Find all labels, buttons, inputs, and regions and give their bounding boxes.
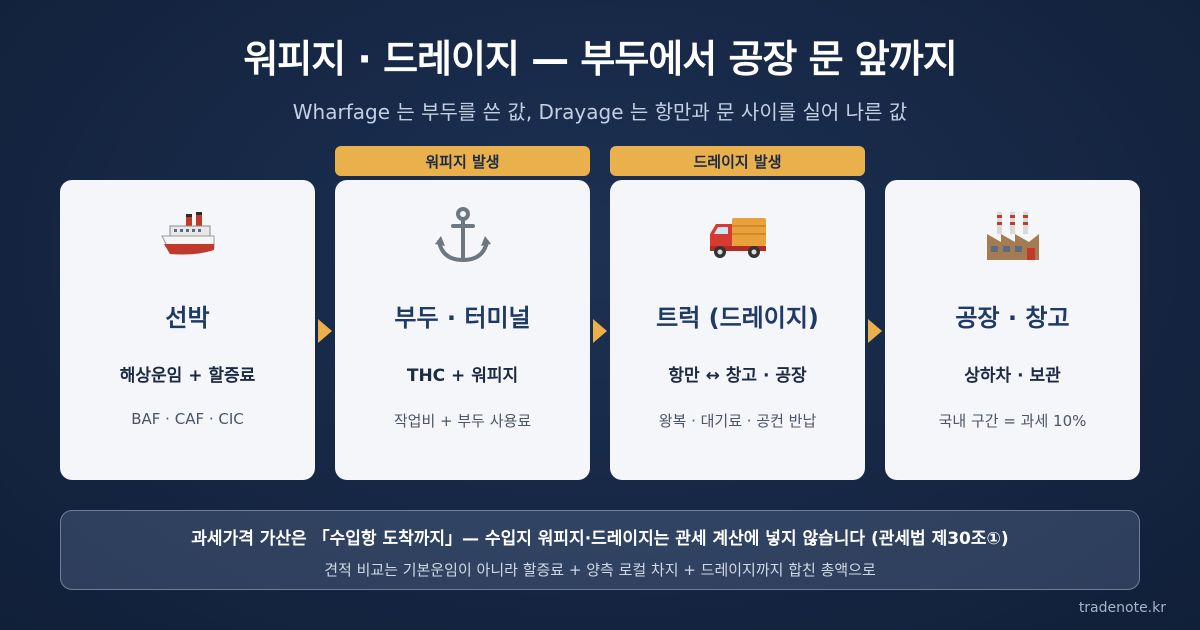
anchor-icon — [434, 207, 491, 263]
card-subtitle: 해상운임 + 할증료 — [119, 366, 256, 386]
card-title: 공장 · 창고 — [955, 304, 1070, 332]
ship-icon — [160, 212, 214, 255]
notice-sub-text: 견적 비교는 기본운임이 아니라 할증료 + 양측 로컬 차지 + 드레이지까지… — [324, 561, 876, 579]
truck-icon — [709, 218, 766, 258]
arrow-right-icon — [318, 319, 332, 343]
card-terminal: 부두 · 터미널 THC + 워피지 작업비 + 부두 사용료 — [335, 180, 590, 480]
card-title: 선박 — [165, 304, 210, 332]
card-note: 국내 구간 = 과세 10% — [938, 412, 1087, 430]
drayage-tag: 드레이지 발생 — [610, 146, 865, 176]
page-subtitle: Wharfage 는 부두를 쓴 값, Drayage 는 항만과 문 사이를 … — [292, 100, 908, 124]
arrow-right-icon — [868, 319, 882, 343]
card-factory: 공장 · 창고 상하차 · 보관 국내 구간 = 과세 10% — [885, 180, 1140, 480]
factory-icon — [986, 212, 1039, 260]
notice-box: 과세가격 가산은 「수입항 도착까지」— 수입지 워피지·드레이지는 관세 계산… — [60, 510, 1140, 590]
page-title: 워피지 · 드레이지 — 부두에서 공장 문 앞까지 — [243, 37, 957, 81]
card-subtitle: THC + 워피지 — [406, 366, 519, 386]
site-credit: tradenote.kr — [1078, 600, 1166, 616]
card-note: 작업비 + 부두 사용료 — [393, 412, 532, 430]
notice-main-text: 과세가격 가산은 「수입항 도착까지」— 수입지 워피지·드레이지는 관세 계산… — [191, 529, 1009, 549]
card-subtitle: 항만 ↔ 창고 · 공장 — [668, 366, 807, 386]
arrow-right-icon — [593, 319, 607, 343]
card-ship: 선박 해상운임 + 할증료 BAF · CAF · CIC — [60, 180, 315, 480]
card-subtitle: 상하차 · 보관 — [964, 366, 1061, 386]
card-note: BAF · CAF · CIC — [131, 410, 244, 428]
card-title: 부두 · 터미널 — [394, 304, 531, 332]
card-note: 왕복 · 대기료 · 공컨 반납 — [658, 412, 817, 430]
card-title: 트럭 (드레이지) — [656, 304, 819, 332]
wharfage-tag: 워피지 발생 — [335, 146, 590, 176]
card-truck: 트럭 (드레이지) 항만 ↔ 창고 · 공장 왕복 · 대기료 · 공컨 반납 — [610, 180, 865, 480]
